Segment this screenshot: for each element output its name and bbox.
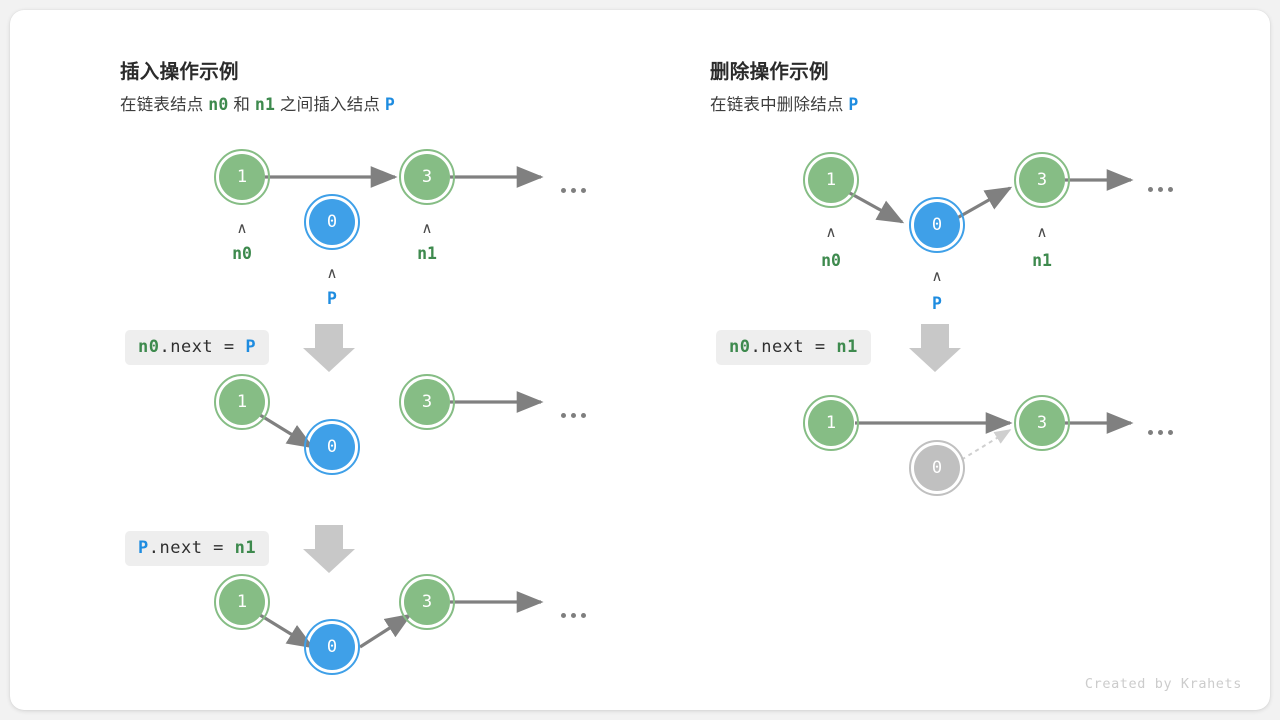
pointer-label-n0-left: n0 bbox=[232, 244, 252, 263]
code-token-next: .next = bbox=[148, 538, 235, 558]
code-badge-insert-step2: P.next = n1 bbox=[125, 531, 270, 566]
pointer-caret-p-left: ∧ bbox=[326, 264, 338, 282]
node-value: 1 bbox=[236, 591, 248, 612]
node-value: 3 bbox=[421, 391, 433, 412]
pointer-caret-p-right: ∧ bbox=[931, 267, 943, 285]
node-ring bbox=[803, 152, 859, 208]
right-row2-arrows bbox=[855, 412, 1134, 469]
code-token-next: .next = bbox=[750, 337, 837, 357]
node-ring bbox=[909, 197, 965, 253]
right-row1-arrows bbox=[847, 169, 1134, 224]
node-value: 0 bbox=[326, 436, 338, 457]
subtitle-text-4: 之间插入结点 bbox=[275, 96, 385, 114]
node-value: 1 bbox=[236, 166, 248, 187]
node-n1-initial-right: 3 bbox=[1014, 152, 1070, 208]
node-p-initial-left: 0 bbox=[304, 194, 360, 250]
node-value: 0 bbox=[931, 214, 943, 235]
pointer-caret-n0-right: ∧ bbox=[825, 223, 837, 241]
ellipsis-left-row3 bbox=[561, 613, 586, 618]
node-p-removed-right: 0 bbox=[909, 440, 965, 496]
code-token-next: .next = bbox=[159, 337, 246, 357]
subtitle-text-0: 在链表结点 bbox=[120, 96, 209, 114]
code-token-p: P bbox=[245, 337, 257, 357]
node-value: 3 bbox=[1036, 169, 1048, 190]
node-ring bbox=[214, 374, 270, 430]
node-n1-after-right: 3 bbox=[1014, 395, 1070, 451]
node-value: 1 bbox=[236, 391, 248, 412]
pointer-caret-n0-left: ∧ bbox=[236, 219, 248, 237]
node-n1-step2-left: 3 bbox=[399, 574, 455, 630]
node-n0-initial-right: 1 bbox=[803, 152, 859, 208]
subtitle-ref-p: P bbox=[384, 95, 396, 114]
node-n0-after-right: 1 bbox=[803, 395, 859, 451]
footer-credit: Created by Krahets bbox=[1084, 676, 1242, 692]
node-n1-initial-left: 3 bbox=[399, 149, 455, 205]
node-p-step1-left: 0 bbox=[304, 419, 360, 475]
node-value: 3 bbox=[421, 591, 433, 612]
pointer-caret-n1-left: ∧ bbox=[421, 219, 433, 237]
ellipsis-left-row1 bbox=[561, 188, 586, 193]
node-n0-step2-left: 1 bbox=[214, 574, 270, 630]
panel-subtitle-insert: 在链表结点 n0 和 n1 之间插入结点 P bbox=[120, 91, 395, 115]
node-value: 0 bbox=[931, 457, 943, 478]
code-badge-delete-step1: n0.next = n1 bbox=[716, 330, 871, 365]
node-ring bbox=[214, 574, 270, 630]
ellipsis-right-row1 bbox=[1148, 187, 1173, 192]
subtitle-ref-n1: n1 bbox=[254, 95, 276, 114]
panel-title-insert: 插入操作示例 bbox=[120, 61, 239, 83]
panel-subtitle-delete: 在链表中删除结点 P bbox=[710, 91, 859, 115]
code-token-n1: n1 bbox=[234, 538, 257, 558]
node-value: 0 bbox=[326, 636, 338, 657]
pointer-label-p-left: P bbox=[327, 289, 337, 308]
panel-title-delete: 删除操作示例 bbox=[710, 61, 829, 83]
code-token-n0: n0 bbox=[138, 337, 160, 357]
pointer-caret-n1-right: ∧ bbox=[1036, 223, 1048, 241]
subtitle-ref-n0: n0 bbox=[208, 95, 229, 114]
code-badge-insert-step1: n0.next = P bbox=[125, 330, 270, 365]
node-value: 0 bbox=[326, 211, 338, 232]
code-token-n1: n1 bbox=[836, 337, 858, 357]
pointer-label-p-right: P bbox=[932, 294, 942, 313]
subtitle-text-0: 在链表中删除结点 bbox=[710, 96, 849, 114]
ellipsis-left-row2 bbox=[561, 413, 586, 418]
node-p-step2-left: 0 bbox=[304, 619, 360, 675]
node-value: 3 bbox=[1036, 412, 1048, 433]
node-n0-initial-left: 1 bbox=[214, 149, 270, 205]
ellipsis-right-row2 bbox=[1148, 430, 1173, 435]
code-token-n0: n0 bbox=[729, 337, 751, 357]
node-value: 1 bbox=[825, 412, 837, 433]
subtitle-text-2: 和 bbox=[228, 96, 255, 114]
node-value: 3 bbox=[421, 166, 433, 187]
node-value: 1 bbox=[825, 169, 837, 190]
node-ring bbox=[304, 194, 360, 250]
diagram-card: 插入操作示例 在链表结点 n0 和 n1 之间插入结点 P 1 0 3 ∧ n0… bbox=[10, 10, 1270, 710]
node-p-initial-right: 0 bbox=[909, 197, 965, 253]
node-n1-step1-left: 3 bbox=[399, 374, 455, 430]
pointer-label-n0-right: n0 bbox=[821, 251, 841, 270]
subtitle-ref-p: P bbox=[848, 95, 859, 114]
code-token-p: P bbox=[138, 538, 149, 558]
pointer-label-n1-right: n1 bbox=[1032, 251, 1052, 270]
node-n0-step1-left: 1 bbox=[214, 374, 270, 430]
pointer-label-n1-left: n1 bbox=[417, 244, 437, 263]
